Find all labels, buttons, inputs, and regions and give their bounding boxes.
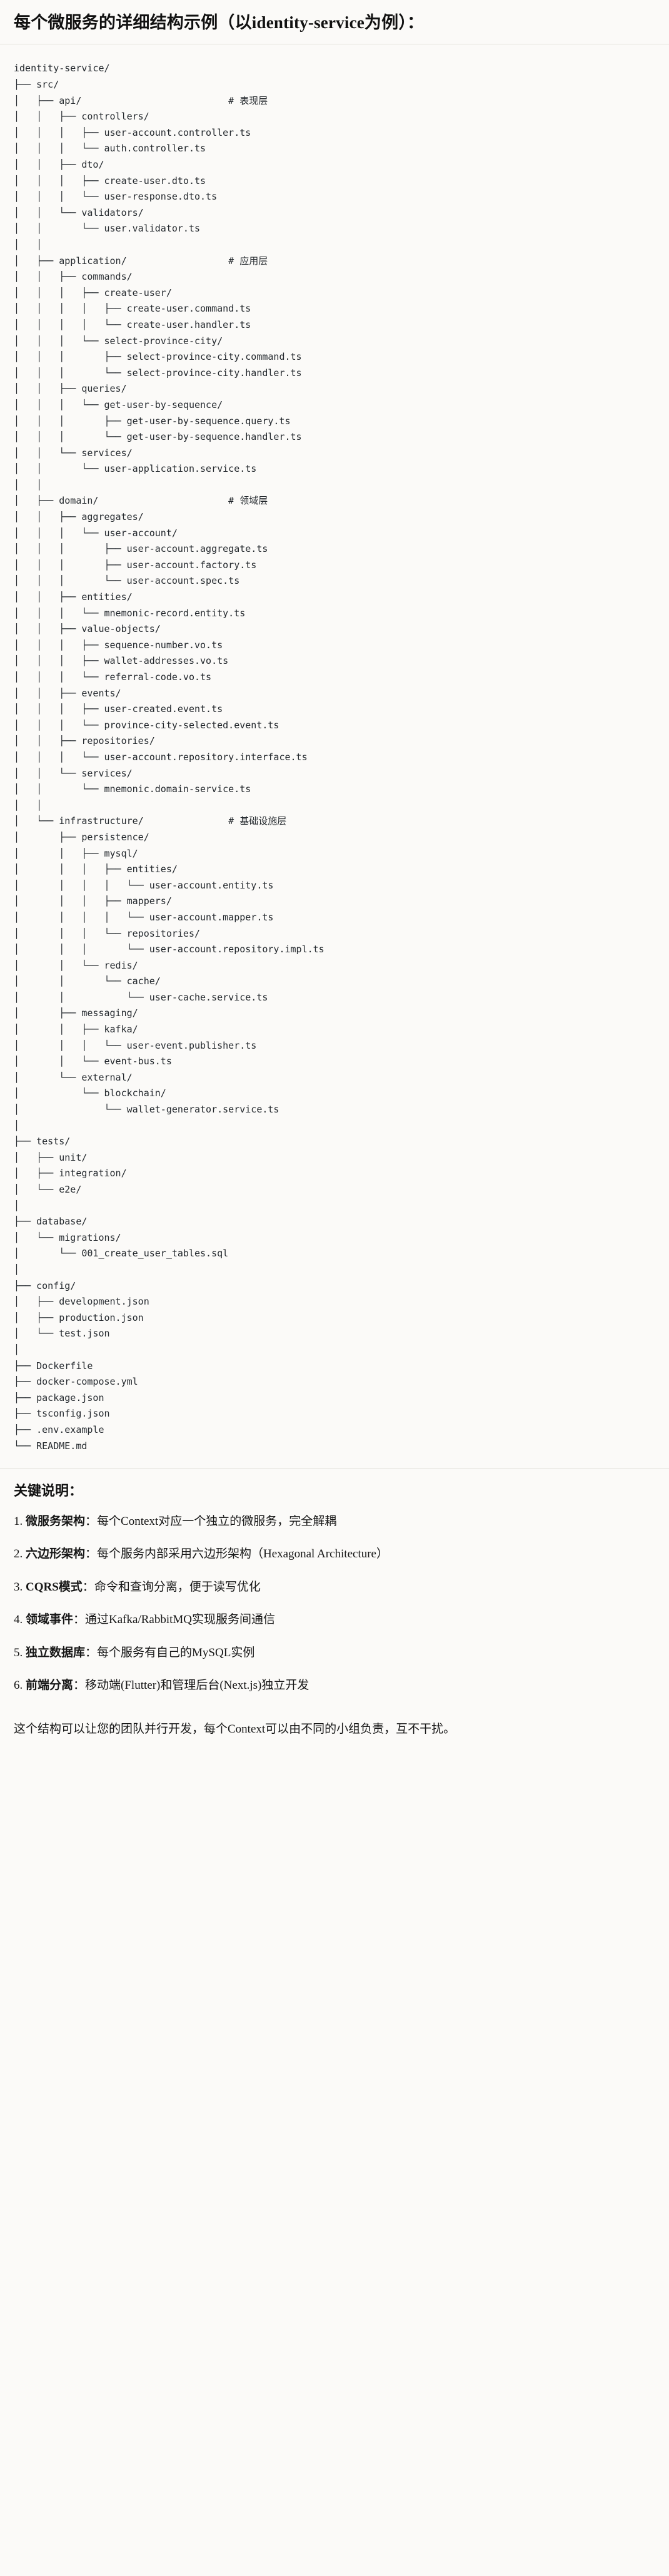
key-note-body: 通过Kafka/RabbitMQ实现服务间通信 (85, 1613, 276, 1627)
key-note-number: 6. (14, 1679, 23, 1693)
key-note-separator: ： (85, 1547, 98, 1561)
key-note-number: 5. (14, 1646, 23, 1659)
key-note-label: 六边形架构 (26, 1547, 86, 1561)
key-note-body: 每个服务有自己的MySQL实例 (97, 1646, 255, 1659)
document-page: 每个微服务的详细结构示例（以identity-service为例）： ident… (0, 13, 669, 1736)
page-title: 每个微服务的详细结构示例（以identity-service为例）： (14, 13, 425, 32)
key-note-body: 每个服务内部采用六边形架构（Hexagonal Architecture） (97, 1547, 388, 1561)
key-note-body: 移动端(Flutter)和管理后台(Next.js)独立开发 (85, 1679, 309, 1693)
key-note-separator: ： (82, 1580, 94, 1594)
key-note-separator: ： (85, 1514, 98, 1528)
key-note-label: 微服务架构 (26, 1514, 86, 1528)
key-note-item: 3. CQRS模式：命令和查询分离，便于读写优化 (14, 1579, 655, 1597)
divider-bottom (0, 1468, 669, 1469)
directory-tree-block: identity-service/ ├── src/ │ ├── api/ # … (0, 44, 669, 1469)
key-note-separator: ： (73, 1613, 86, 1627)
key-note-body: 命令和查询分离，便于读写优化 (94, 1580, 261, 1594)
key-note-item: 6. 前端分离：移动端(Flutter)和管理后台(Next.js)独立开发 (14, 1677, 655, 1695)
key-note-number: 4. (14, 1613, 23, 1627)
key-note-item: 5. 独立数据库：每个服务有自己的MySQL实例 (14, 1644, 655, 1662)
closing-paragraph: 这个结构可以让您的团队并行开发，每个Context可以由不同的小组负责，互不干扰… (14, 1722, 456, 1736)
directory-tree: identity-service/ ├── src/ │ ├── api/ # … (14, 63, 324, 1452)
key-note-number: 3. (14, 1580, 23, 1594)
key-note-label: 领域事件 (26, 1613, 74, 1627)
key-note-number: 1. (14, 1514, 23, 1528)
key-note-item: 1. 微服务架构：每个Context对应一个独立的微服务，完全解耦 (14, 1513, 655, 1531)
key-note-number: 2. (14, 1547, 23, 1561)
key-note-separator: ： (73, 1679, 86, 1693)
key-note-label: 独立数据库 (26, 1646, 86, 1659)
key-note-separator: ： (85, 1646, 98, 1659)
key-note-item: 4. 领域事件：通过Kafka/RabbitMQ实现服务间通信 (14, 1611, 655, 1629)
key-note-item: 2. 六边形架构：每个服务内部采用六边形架构（Hexagonal Archite… (14, 1545, 655, 1564)
key-note-label: 前端分离 (26, 1679, 74, 1693)
key-note-body: 每个Context对应一个独立的微服务，完全解耦 (97, 1514, 337, 1528)
key-note-label: CQRS模式 (26, 1580, 83, 1594)
key-notes-title: 关键说明： (14, 1483, 83, 1499)
